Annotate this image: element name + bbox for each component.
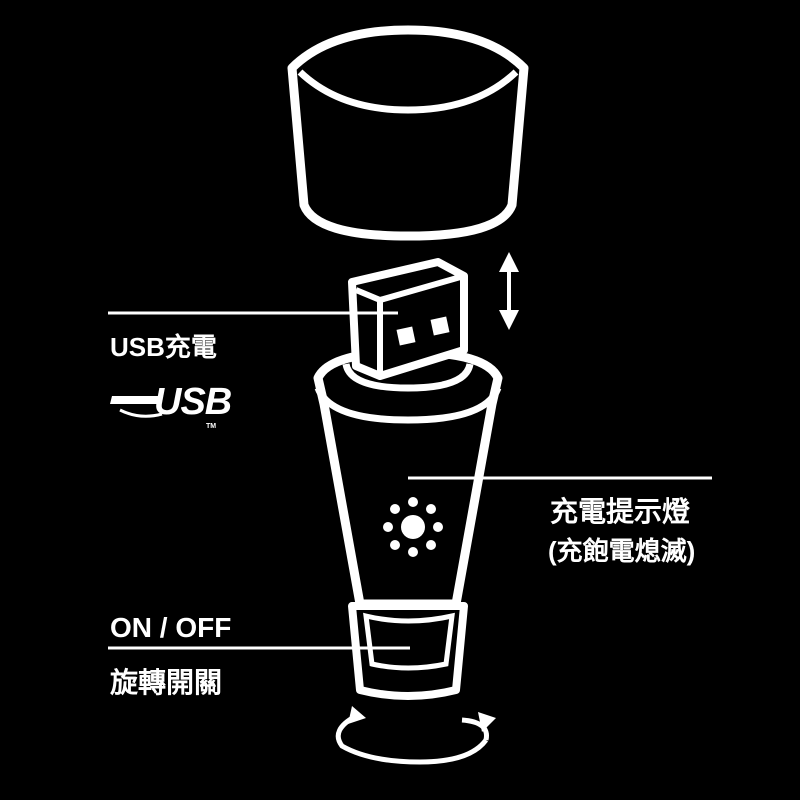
- usb-connector: [348, 258, 468, 380]
- rotate-switch-label: 旋轉開關: [110, 667, 222, 698]
- usb-charge-label: USB充電: [110, 332, 217, 362]
- usb-logo-tm: TM: [206, 423, 216, 430]
- cap: [287, 25, 529, 241]
- indicator-led-ring-icon: [383, 497, 443, 557]
- indicator-title-label: 充電提示燈: [550, 495, 690, 527]
- indicator-note-label: (充飽電熄滅): [548, 536, 695, 566]
- usb-logo-icon: USB TM: [110, 381, 233, 430]
- rotate-arrows-icon: [335, 706, 496, 765]
- rotary-switch: [348, 602, 468, 700]
- on-off-label: ON / OFF: [110, 612, 231, 643]
- usb-logo-text: USB: [154, 381, 232, 423]
